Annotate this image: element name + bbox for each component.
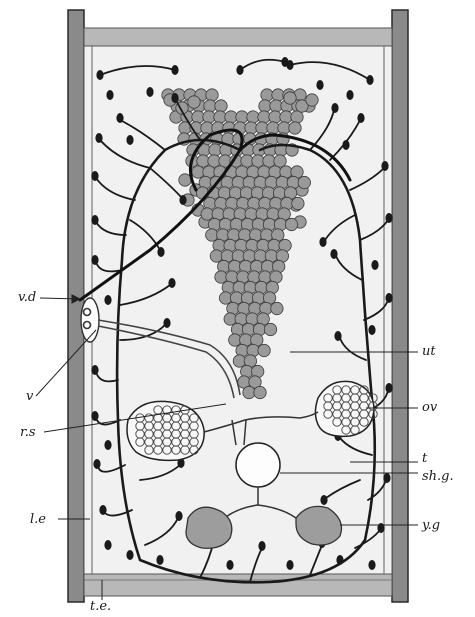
- right-ovary: [315, 381, 374, 436]
- label-shell-gland: sh.g.: [422, 470, 454, 483]
- right-body-wall: [392, 10, 408, 602]
- top-septum: [84, 28, 392, 46]
- label-testes: t: [422, 452, 427, 465]
- label-ovary: ov: [422, 401, 437, 414]
- genital-pore: [81, 298, 99, 342]
- label-lateral-excretory: l.e: [30, 513, 46, 526]
- label-vagina: v: [26, 390, 33, 403]
- bottom-septum: [84, 574, 392, 596]
- left-body-wall: [68, 10, 84, 602]
- shell-gland: [236, 443, 280, 487]
- label-uterus: ut: [422, 345, 436, 358]
- label-transverse-excretory: t.e.: [90, 600, 111, 613]
- label-yolk-gland: y.g: [422, 519, 440, 532]
- label-receptaculum: r.s: [20, 426, 36, 439]
- left-ovary: [127, 401, 204, 460]
- label-vas-deferens: v.d: [18, 291, 36, 304]
